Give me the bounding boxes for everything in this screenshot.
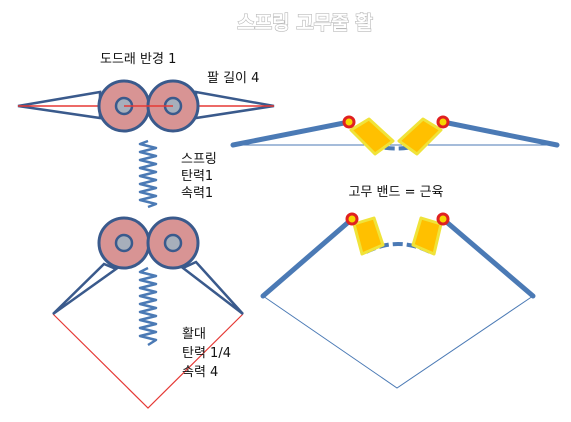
bottom-right-pulley-hub (163, 233, 183, 253)
drawn-right-limb (440, 216, 536, 299)
rubber-band-label: 고무 밴드 = 근육 (348, 185, 443, 200)
bottom-spring (138, 266, 158, 347)
bottom-left-pulley-hub (114, 233, 134, 253)
relaxed-left-limb (230, 119, 352, 148)
spring-label: 스프링 (181, 152, 217, 167)
bottom-pulley-assembly (52, 216, 244, 409)
drawn-left-limb (260, 216, 355, 299)
relaxed-bow (230, 115, 560, 156)
arm-length-label: 팔 길이 4 (207, 71, 259, 86)
relaxed-right-limb (440, 119, 560, 148)
bow-elasticity-label: 탄력 1/4 (182, 346, 231, 361)
top-spring (138, 139, 158, 209)
diagram-title: 스프링 고무줄 활 (237, 12, 373, 34)
bow-label: 활대 (182, 327, 206, 342)
bottom-left-arm (52, 262, 119, 316)
spring-elasticity-label: 탄력1 (181, 169, 213, 184)
spring-speed-label: 속력1 (181, 186, 213, 201)
right-arm (194, 90, 275, 120)
top-pulley-assembly (17, 79, 275, 209)
left-arm (17, 90, 102, 120)
drawn-bowstring (262, 295, 534, 389)
drawn-left-pad (352, 216, 385, 256)
bottom-right-arm (180, 260, 244, 315)
relaxed-left-pivot (342, 115, 356, 129)
relaxed-left-pad (349, 117, 395, 156)
bow-speed-label: 속력 4 (182, 365, 218, 380)
relaxed-right-pad (397, 117, 443, 156)
drawn-bow (260, 212, 536, 389)
pulley-radius-label: 도드래 반경 1 (100, 52, 176, 67)
relaxed-right-pivot (436, 115, 450, 129)
drawn-right-pivot (436, 212, 450, 226)
drawn-right-pad (411, 216, 443, 256)
drawn-left-pivot (345, 212, 359, 226)
bottom-bow-string (52, 313, 244, 409)
